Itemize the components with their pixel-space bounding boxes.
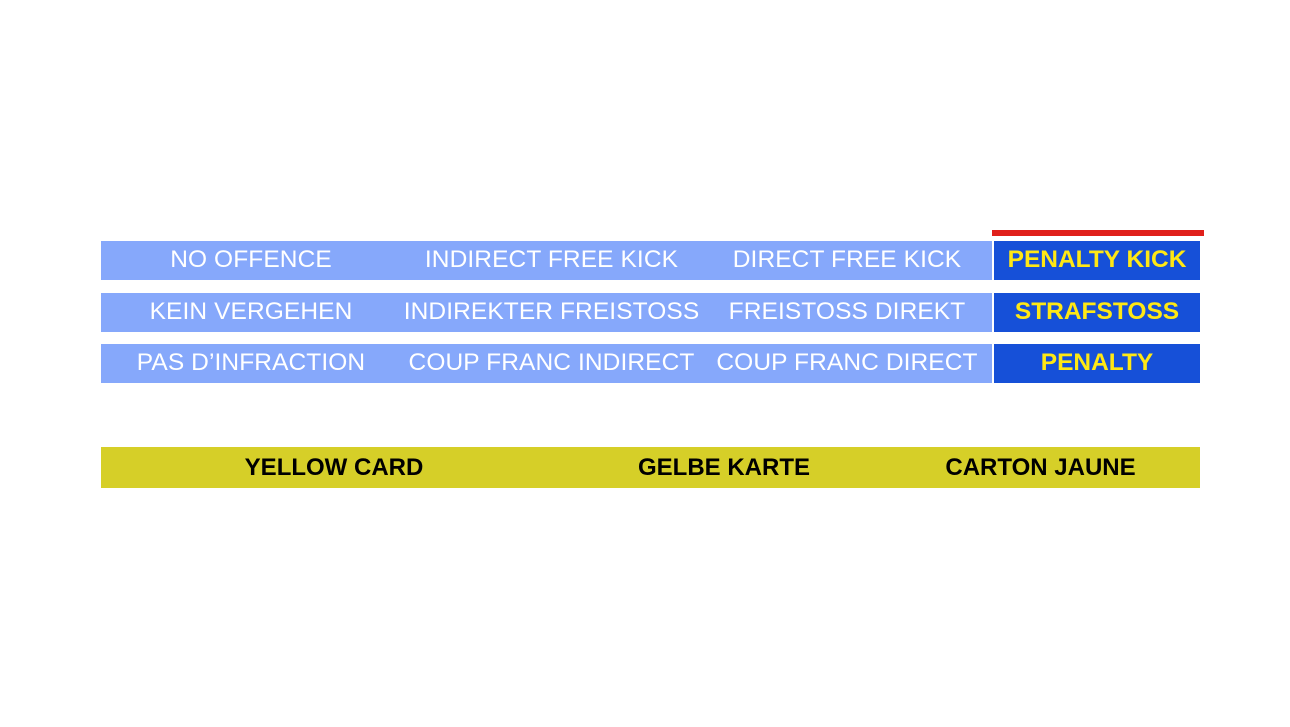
cell-yellow-card-english[interactable]: YELLOW CARD	[244, 453, 424, 481]
cell-no-offence-german[interactable]: KEIN VERGEHEN	[149, 298, 353, 326]
offence-band-german: KEIN VERGEHEN INDIREKTER FREISTOSS FREIS…	[101, 293, 992, 332]
offence-band-english: NO OFFENCE INDIRECT FREE KICK DIRECT FRE…	[101, 241, 992, 280]
cell-direct-free-kick-german[interactable]: FREISTOSS DIREKT	[728, 298, 966, 326]
cell-penalty-kick-french[interactable]: PENALTY	[994, 344, 1200, 383]
cell-direct-free-kick-french[interactable]: COUP FRANC DIRECT	[716, 349, 978, 377]
cell-indirect-free-kick-german[interactable]: INDIREKTER FREISTOSS	[403, 298, 700, 326]
cell-no-offence-english[interactable]: NO OFFENCE	[170, 246, 332, 274]
table-row: NO OFFENCE INDIRECT FREE KICK DIRECT FRE…	[101, 241, 1205, 280]
yellow-card-band: YELLOW CARD GELBE KARTE CARTON JAUNE	[101, 447, 1200, 488]
cell-penalty-kick-english[interactable]: PENALTY KICK	[994, 241, 1200, 280]
cell-yellow-card-french[interactable]: CARTON JAUNE	[945, 453, 1136, 481]
penalty-kick-label-english: PENALTY KICK	[1007, 246, 1187, 274]
penalty-kick-label-german: STRAFSTOSS	[1014, 298, 1180, 326]
cell-no-offence-french[interactable]: PAS D’INFRACTION	[136, 349, 366, 377]
cell-penalty-kick-german[interactable]: STRAFSTOSS	[994, 293, 1200, 332]
table-row: KEIN VERGEHEN INDIREKTER FREISTOSS FREIS…	[101, 293, 1205, 332]
decision-table: NO OFFENCE INDIRECT FREE KICK DIRECT FRE…	[101, 230, 1205, 385]
cell-indirect-free-kick-french[interactable]: COUP FRANC INDIRECT	[408, 349, 695, 377]
table-row: PAS D’INFRACTION COUP FRANC INDIRECT COU…	[101, 344, 1205, 383]
cell-indirect-free-kick-english[interactable]: INDIRECT FREE KICK	[424, 246, 679, 274]
offence-band-french: PAS D’INFRACTION COUP FRANC INDIRECT COU…	[101, 344, 992, 383]
cell-direct-free-kick-english[interactable]: DIRECT FREE KICK	[732, 246, 962, 274]
penalty-kick-label-french: PENALTY	[1040, 349, 1154, 377]
red-underline-rule	[992, 230, 1204, 236]
cell-yellow-card-german[interactable]: GELBE KARTE	[637, 453, 810, 481]
